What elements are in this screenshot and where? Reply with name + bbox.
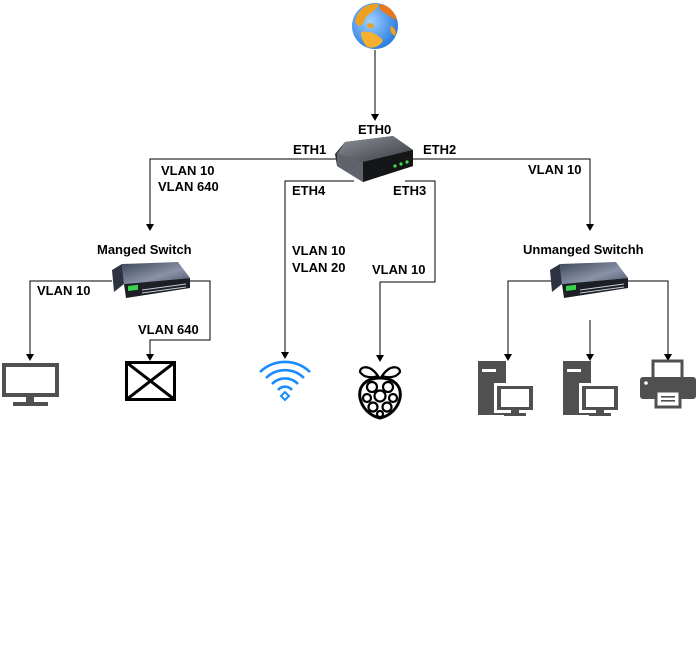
port-label-eth4: ETH4 <box>292 183 326 198</box>
wire-eth3-raspberry-pi <box>376 180 436 362</box>
router-icon[interactable] <box>335 136 413 182</box>
wire-internet-router <box>371 50 379 121</box>
monitor-icon[interactable] <box>2 363 59 406</box>
wire-managed-monitor <box>26 280 112 361</box>
port-label-eth3: ETH3 <box>393 183 426 198</box>
wire-managed-unknown <box>146 280 211 361</box>
desktop-computer-icon[interactable] <box>563 361 621 416</box>
wifi-icon[interactable] <box>259 360 311 402</box>
vlan-label: VLAN 10 <box>161 163 214 178</box>
port-label-eth2: ETH2 <box>423 142 456 157</box>
vlan-label: VLAN 10 <box>372 262 425 277</box>
unmanaged-switch-icon[interactable] <box>550 262 628 298</box>
port-label-eth0: ETH0 <box>358 122 391 137</box>
wire-eth1-managed-switch <box>146 158 336 231</box>
vlan-label: VLAN 10 <box>292 243 345 258</box>
crossed-box-icon[interactable] <box>125 361 176 401</box>
wire-eth4-wifi <box>281 180 354 359</box>
raspberry-pi-icon[interactable] <box>358 366 402 420</box>
vlan-label: VLAN 20 <box>292 260 345 275</box>
vlan-label: VLAN 10 <box>528 162 581 177</box>
managed-switch-icon[interactable] <box>112 262 190 298</box>
wire-unmanaged-desktop2 <box>586 320 594 361</box>
printer-icon[interactable] <box>640 359 696 409</box>
port-label-eth1: ETH1 <box>293 142 326 157</box>
unmanaged-switch-label: Unmanged Switchh <box>523 242 644 257</box>
managed-switch-label: Manged Switch <box>97 242 192 257</box>
globe-icon[interactable] <box>352 3 398 49</box>
desktop-computer-icon[interactable] <box>478 361 536 416</box>
wire-unmanaged-printer <box>628 280 672 361</box>
wire-eth2-unmanaged-switch <box>413 158 594 231</box>
vlan-label: VLAN 10 <box>37 283 90 298</box>
vlan-label: VLAN 640 <box>158 179 219 194</box>
wire-unmanaged-desktop1 <box>504 280 552 361</box>
vlan-label: VLAN 640 <box>138 322 199 337</box>
